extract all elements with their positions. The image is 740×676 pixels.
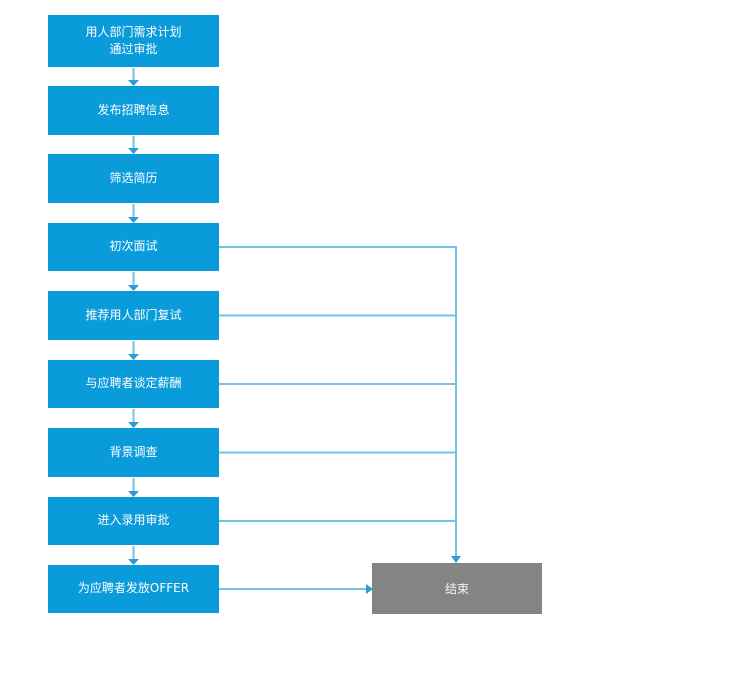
flow-step-dept-reinterview: 推荐用人部门复试: [48, 291, 219, 340]
offer-to-end-arrowhead: [366, 584, 373, 594]
down-arrowhead-2-3: [128, 148, 139, 154]
flow-step-label: 发布招聘信息: [97, 102, 170, 117]
flow-end-label: 结束: [444, 582, 469, 596]
flow-step-publish-job-info: 发布招聘信息: [48, 86, 219, 135]
flow-step-label: 为应聘者发放OFFER: [77, 581, 190, 596]
flow-step-first-interview: 初次面试: [48, 223, 219, 271]
flow-step-label: 背景调查: [109, 444, 158, 459]
down-arrowhead-6-7: [128, 422, 139, 428]
flow-step-label: 用人部门需求计划 通过审批: [85, 24, 182, 56]
flow-step-demand-plan-approval: 用人部门需求计划 通过审批: [48, 15, 219, 67]
flow-step-label: 与应聘者谈定薪酬: [85, 376, 182, 391]
flow-step-label: 初次面试: [109, 239, 158, 254]
down-arrowhead-8-9: [128, 559, 139, 565]
rail-arrowhead-to-end: [451, 556, 461, 563]
flow-step-hire-approval: 进入录用审批: [48, 497, 219, 545]
flow-step-label: 进入录用审批: [97, 513, 170, 528]
flow-step-label: 筛选简历: [109, 170, 158, 185]
down-arrowhead-4-5: [128, 285, 139, 291]
down-arrowhead-7-8: [128, 491, 139, 497]
flow-step-screen-resumes: 筛选简历: [48, 154, 219, 203]
down-arrowhead-3-4: [128, 217, 139, 223]
flow-step-background-check: 背景调查: [48, 428, 219, 477]
down-arrowhead-1-2: [128, 80, 139, 86]
flow-end-node: 结束: [372, 563, 542, 614]
flow-step-send-offer: 为应聘者发放OFFER: [48, 565, 219, 613]
flow-step-salary-negotiation: 与应聘者谈定薪酬: [48, 360, 219, 408]
flow-step-label: 推荐用人部门复试: [85, 307, 182, 322]
down-arrowhead-5-6: [128, 354, 139, 360]
